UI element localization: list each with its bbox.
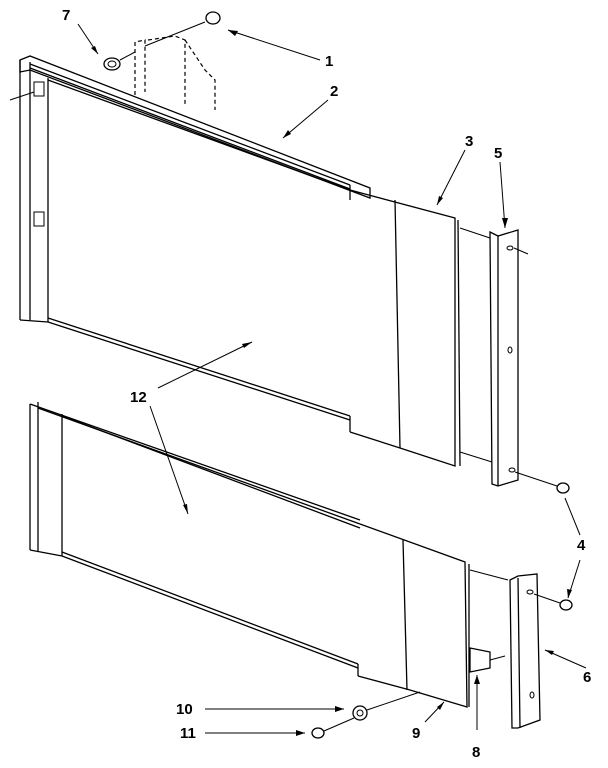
- clip-8: [469, 647, 506, 673]
- callout-12: 12: [130, 389, 147, 406]
- lower-sheet: [357, 523, 509, 708]
- screw-1: [144, 11, 221, 47]
- callout-1: 1: [325, 53, 333, 70]
- bracket-5: [489, 229, 529, 487]
- screw-11: [311, 717, 355, 739]
- lower-panel: [29, 402, 361, 676]
- callout-2: 2: [330, 83, 338, 100]
- callout-10: 10: [176, 701, 193, 718]
- callout-11: 11: [180, 725, 196, 742]
- callout-6: 6: [583, 669, 591, 686]
- callout-labels: 1 2 3 4 5 6 7 8 9 10 11 12: [62, 7, 591, 761]
- callout-5: 5: [494, 145, 502, 162]
- leader-lines: [77, 23, 587, 736]
- washer-10: [352, 691, 421, 721]
- bracket-6: [509, 573, 541, 729]
- hidden-bracket: [134, 35, 216, 110]
- grommet-7: [103, 51, 136, 71]
- callout-4: 4: [577, 537, 586, 554]
- callout-9: 9: [412, 725, 420, 742]
- callout-3: 3: [465, 133, 473, 150]
- callout-7: 7: [62, 7, 70, 24]
- upper-sheet: [349, 189, 493, 467]
- callout-8: 8: [472, 744, 480, 761]
- upper-panel: [9, 55, 371, 432]
- screws-4: [514, 471, 573, 611]
